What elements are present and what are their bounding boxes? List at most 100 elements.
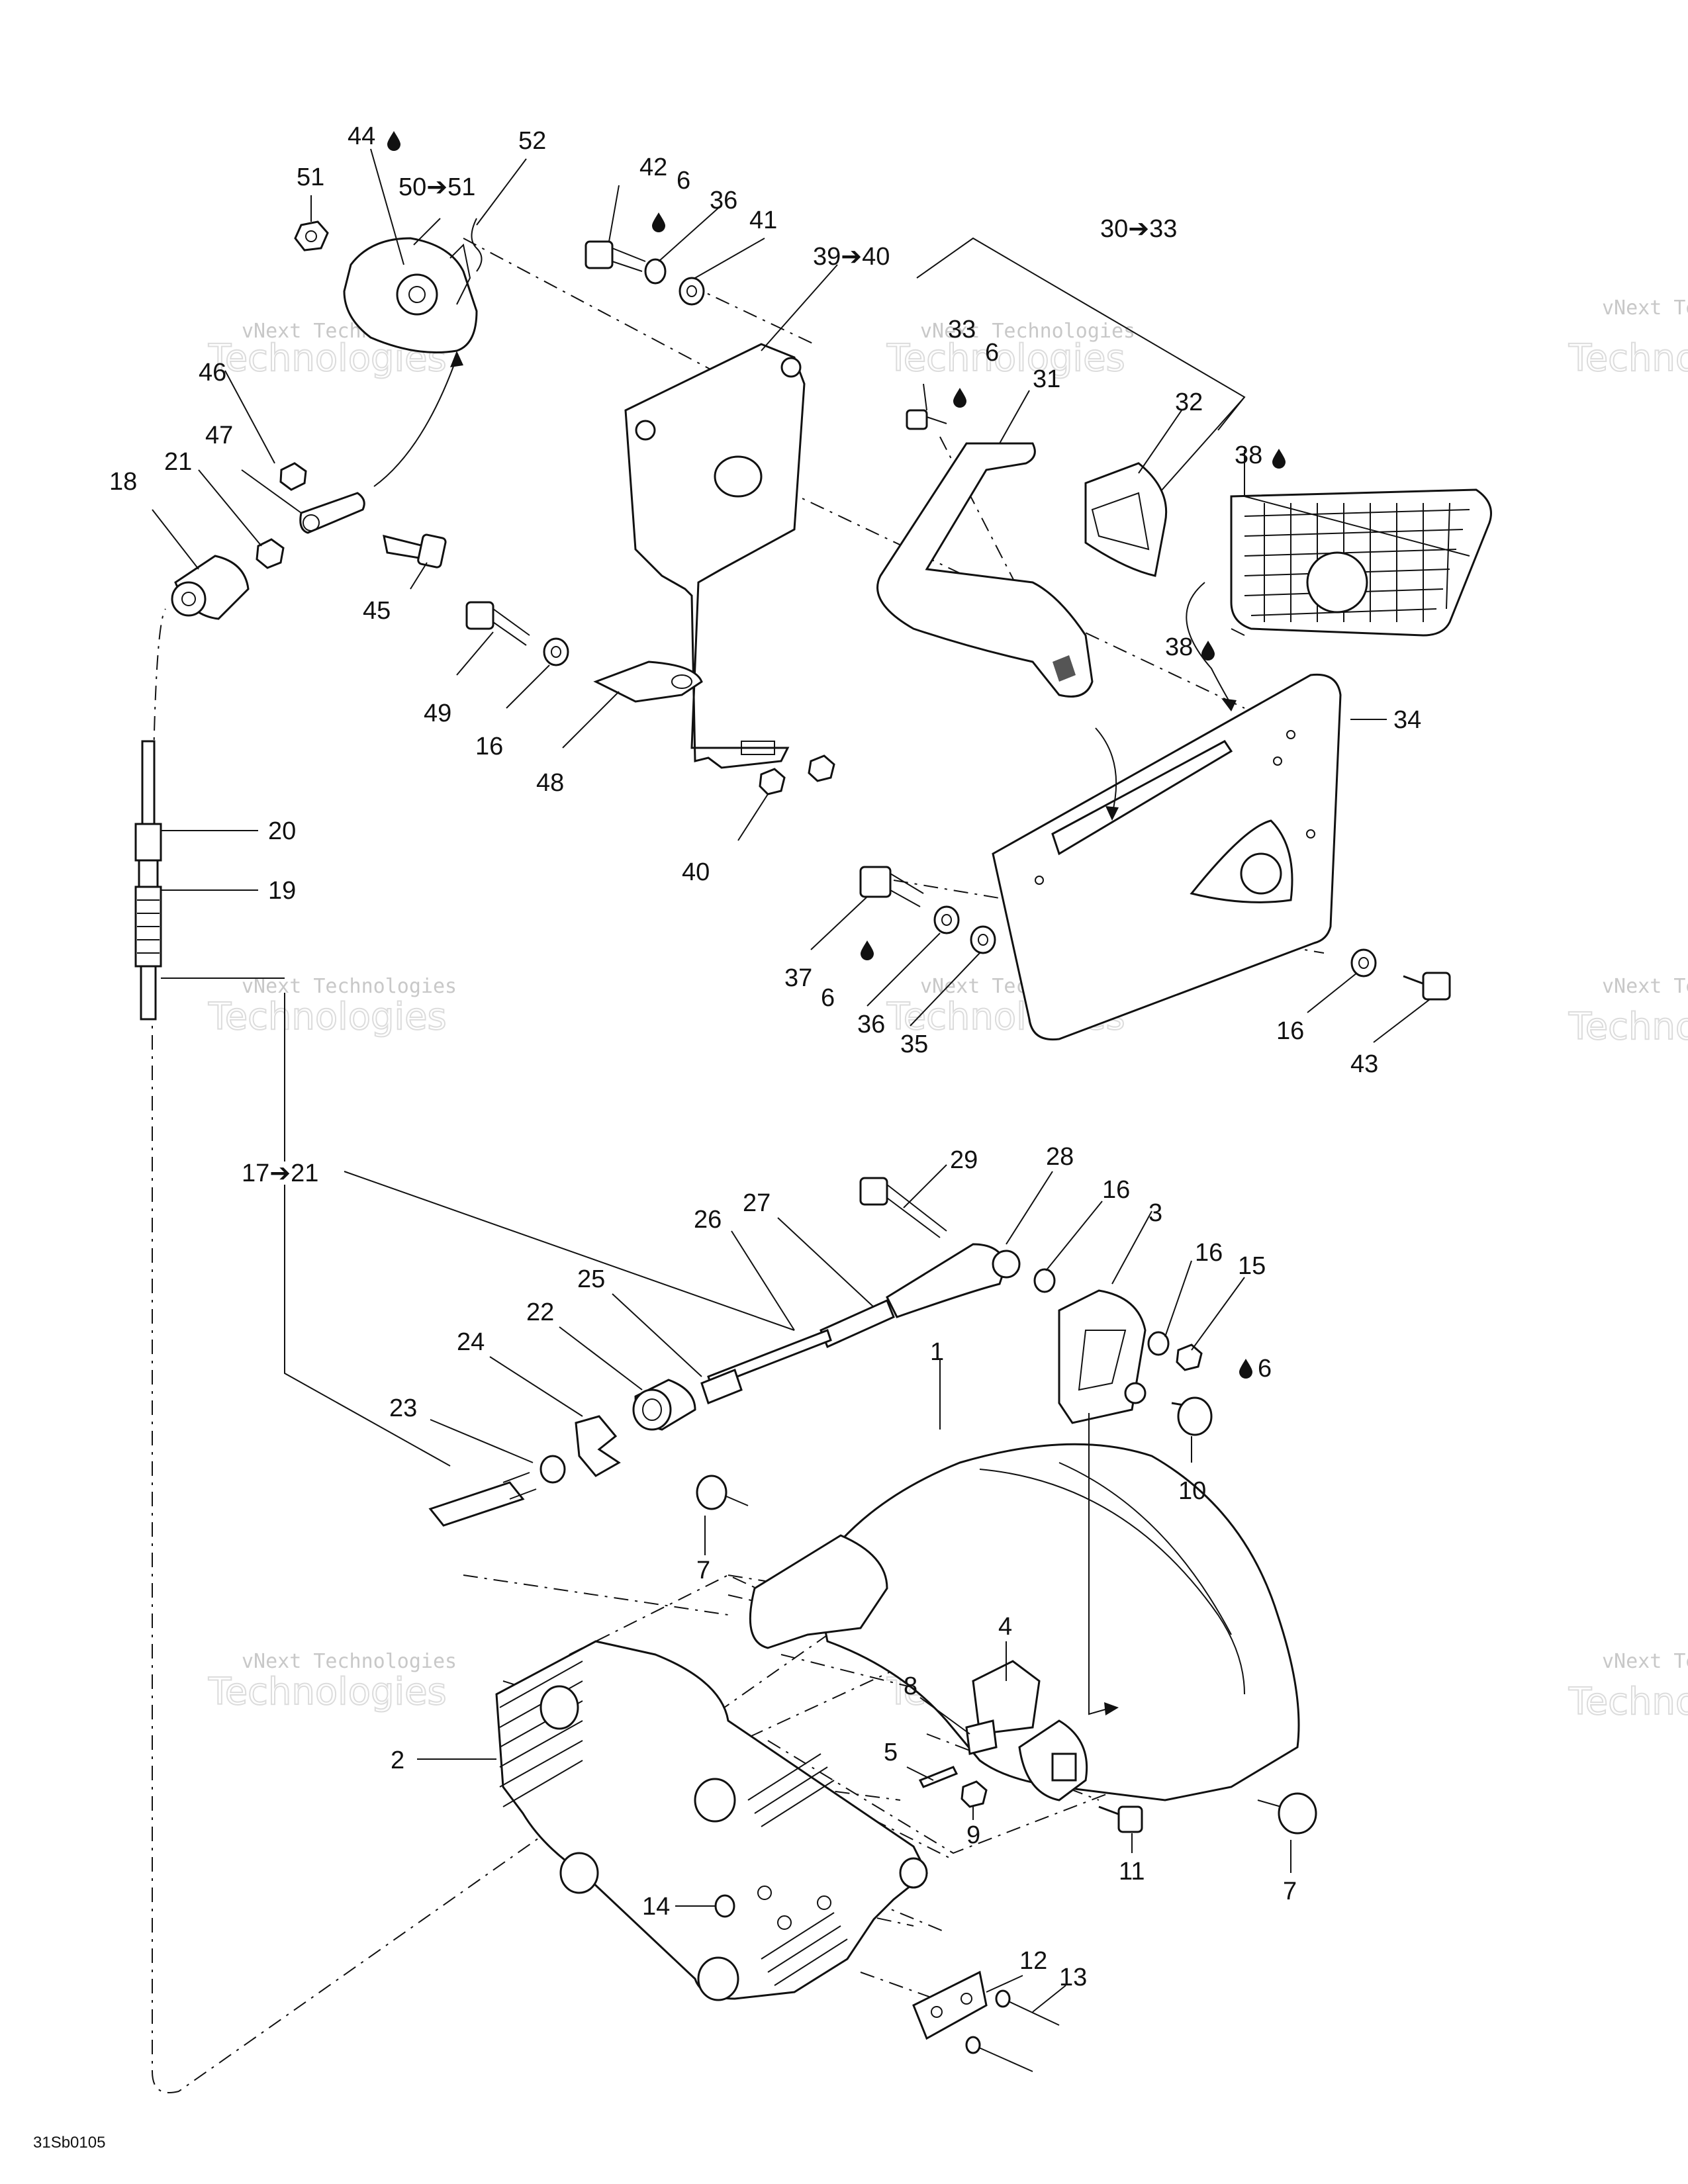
part-15-nut [1176,1343,1203,1371]
callout-41: 41 [749,206,777,234]
callout-5: 5 [884,1739,898,1766]
callout-23: 23 [389,1394,417,1422]
callout-47: 47 [205,422,233,449]
part-36-washer-b [933,905,960,934]
part-40-nut [759,754,835,796]
callout-50: 50➔51 [399,173,475,201]
callout-17: 17➔21 [242,1160,318,1187]
callout-7b: 7 [1283,1878,1297,1905]
watermark-big: Technologies [1568,337,1688,380]
watermark: vNext Technologies Technologies [1568,1650,1688,1724]
part-guard-pivot [1018,1719,1088,1801]
watermark-big: Technologies [1568,1680,1688,1723]
part-46-nut [279,462,307,491]
part-14-washer [714,1894,735,1918]
callout-31: 31 [1033,365,1060,393]
callout-24: 24 [457,1328,485,1356]
part-16-washer [543,637,569,666]
callout-13: 13 [1059,1964,1087,1991]
callout-6d: 6 [1258,1355,1272,1383]
part-18-sleeve [171,555,250,620]
part-10-bolt [1171,1396,1213,1436]
callout-6: 6 [677,167,690,195]
callout-37: 37 [784,964,812,992]
oil-drop-icon [1272,449,1286,469]
watermark-line: vNext Technologies [1602,1650,1688,1673]
part-47-rod-end [299,492,365,534]
callout-6c: 6 [821,984,835,1012]
callout-36b: 36 [857,1011,885,1038]
callout-6b: 6 [985,339,999,367]
callout-11: 11 [1119,1858,1145,1886]
part-33-bolt [906,409,947,430]
part-16-washer-b [1350,948,1377,978]
leader-lines [152,148,1430,2013]
watermark: vNext Technologies Technologies [1568,296,1688,381]
callout-51: 51 [297,163,324,191]
callout-49: 49 [424,700,451,727]
callout-42: 42 [639,154,667,181]
callout-16d: 16 [1195,1239,1223,1267]
part-2-housing [495,1640,928,2001]
callout-8: 8 [904,1672,917,1700]
oil-drop-icon [652,212,665,232]
callout-40: 40 [682,858,710,886]
callout-27: 27 [743,1189,771,1217]
part-23-pin [428,1455,566,1527]
callout-48: 48 [536,769,564,797]
watermark-big: Technologies [886,337,1125,380]
part-50-cam-housing [343,237,478,353]
callout-29: 29 [950,1146,978,1174]
assembly-arrows [373,351,1237,1715]
watermark-big: Technologies [1568,1005,1688,1048]
part-16-washer-d [1147,1331,1170,1356]
callout-52: 52 [518,127,546,155]
callout-16b: 16 [1276,1017,1304,1045]
callout-28: 28 [1046,1143,1074,1171]
part-20-19-cable [134,740,162,1021]
part-25-adjuster [700,1369,743,1404]
callout-1: 1 [930,1338,944,1366]
callout-12: 12 [1019,1947,1047,1975]
part-28-rod-end [886,1243,1021,1318]
watermark-line: vNext Technologies [1602,296,1688,320]
callout-19: 19 [268,877,296,905]
callout-7: 7 [696,1557,710,1584]
part-5-pin [918,1766,959,1788]
part-49-bolt [465,601,530,646]
callout-3: 3 [1149,1199,1162,1227]
watermark-big: Technologies [208,995,447,1038]
callout-38: 38 [1235,441,1262,469]
diagram-code: 31Sb0105 [33,2134,105,2152]
callout-10: 10 [1178,1477,1206,1505]
oil-drop-icon [1201,641,1215,660]
part-48-plate [593,660,703,703]
watermark: vNext Technologies Technologies [886,320,1135,381]
callout-15: 15 [1238,1252,1266,1280]
callout-22: 22 [526,1298,554,1326]
callout-2: 2 [391,1747,404,1774]
callout-4: 4 [998,1613,1012,1641]
watermark: vNext Technologies Technologies [207,975,457,1039]
part-35-washer [970,925,996,954]
callout-36: 36 [710,187,737,214]
part-31-lever [876,442,1094,698]
callout-26: 26 [694,1206,722,1234]
oil-drop-icon [1239,1359,1252,1379]
callout-14: 14 [642,1893,670,1921]
callout-30: 30➔33 [1100,215,1177,243]
part-29-bolt [859,1177,947,1238]
part-38-grid-cover [1230,488,1492,637]
part-13-rivets [965,1989,1060,2072]
watermark-line: vNext Technologies [1602,975,1688,998]
callout-16c: 16 [1102,1176,1130,1204]
part-42-bolt [585,240,646,272]
watermark-big: Technologies [208,1670,447,1713]
callout-25: 25 [577,1265,605,1293]
part-32-knob [1084,462,1168,577]
part-16-washer-c [1033,1268,1056,1293]
callouts: 51 44 50➔51 52 42 6 36 41 39➔40 30➔33 33… [109,122,1421,1991]
callout-33: 33 [948,316,976,343]
part-1-blade-guard [749,1443,1300,1801]
